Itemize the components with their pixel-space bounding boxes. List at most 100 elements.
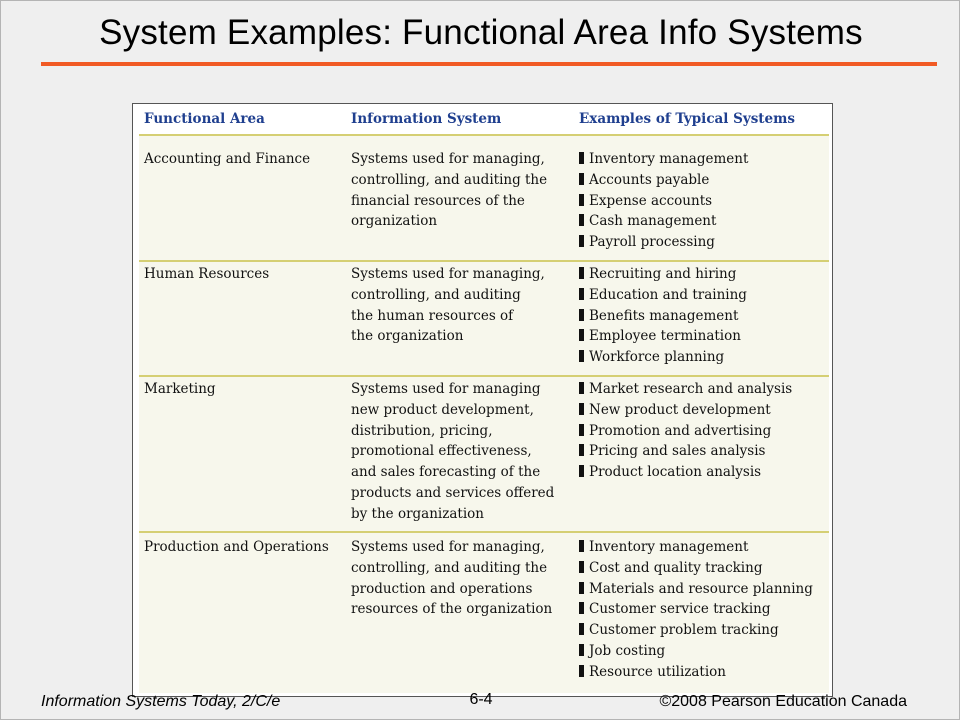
footer-copyright: ©2008 Pearson Education Canada <box>659 693 907 710</box>
functional-area-cell: Accounting and Finance <box>144 151 311 167</box>
bullet-icon <box>579 267 584 279</box>
bullet-icon <box>579 423 584 436</box>
bullet-icon <box>579 581 584 594</box>
information-system-cell: Systems used for managing new product de… <box>351 379 554 525</box>
header-information-system: Information System <box>351 111 502 127</box>
functional-area-cell: Human Resources <box>144 266 270 282</box>
example-item: Workforce planning <box>579 347 747 368</box>
example-text: Promotion and advertising <box>589 422 772 439</box>
example-item: Cash management <box>579 211 748 232</box>
example-item: Resource utilization <box>579 662 813 683</box>
system-line: organization <box>351 213 438 230</box>
example-text: Inventory management <box>589 151 749 167</box>
example-text: Materials and resource planning <box>589 580 813 597</box>
example-text: Cost and quality tracking <box>589 559 763 576</box>
example-text: Resource utilization <box>589 663 726 680</box>
system-line: promotional effectiveness, <box>351 443 532 460</box>
bullet-icon <box>579 382 584 394</box>
example-text: Workforce planning <box>589 349 725 366</box>
bullet-icon <box>579 214 584 227</box>
bullet-icon <box>579 172 584 185</box>
table-row: Marketing Systems used for managing new … <box>139 379 829 533</box>
bullet-icon <box>579 465 584 478</box>
example-text: Cash management <box>589 213 717 230</box>
example-text: Pricing and sales analysis <box>589 443 766 460</box>
system-line: by the organization <box>351 505 484 522</box>
bullet-icon <box>579 152 584 164</box>
bullet-icon <box>579 235 584 248</box>
slide-title: System Examples: Functional Area Info Sy… <box>99 13 863 52</box>
example-item: Promotion and advertising <box>579 421 792 442</box>
example-item: Recruiting and hiring <box>579 264 747 285</box>
footer-book-title: Information Systems Today, 2/C/e <box>41 693 281 710</box>
examples-cell: Recruiting and hiring Education and trai… <box>579 264 747 368</box>
table-header: Functional Area Information System Examp… <box>139 106 829 136</box>
system-line: the human resources of <box>351 307 514 324</box>
example-text: New product development <box>589 401 771 418</box>
example-item: Customer problem tracking <box>579 620 813 641</box>
example-item: Payroll processing <box>579 232 748 253</box>
example-text: Product location analysis <box>589 464 762 481</box>
footer-page-number: 6-4 <box>469 691 493 708</box>
information-system-cell: Systems used for managing, controlling, … <box>351 149 547 232</box>
example-text: Job costing <box>589 642 666 659</box>
system-line: Systems used for managing <box>351 381 541 397</box>
bullet-icon <box>579 540 584 552</box>
example-item: Product location analysis <box>579 462 792 483</box>
system-line: controlling, and auditing the <box>351 559 548 576</box>
example-item: Employee termination <box>579 326 747 347</box>
bullet-icon <box>579 664 584 677</box>
system-line: controlling, and auditing the <box>351 171 548 188</box>
system-line: Systems used for managing, <box>351 539 545 555</box>
bullet-icon <box>579 308 584 321</box>
functional-area-cell: Marketing <box>144 381 216 397</box>
functional-area-cell: Production and Operations <box>144 539 329 555</box>
bullet-icon <box>579 623 584 636</box>
example-item: Job costing <box>579 641 813 662</box>
example-item: Cost and quality tracking <box>579 558 813 579</box>
examples-cell: Market research and analysis New product… <box>579 379 792 483</box>
example-item: Inventory management <box>579 149 748 170</box>
bullet-icon <box>579 560 584 573</box>
bullet-icon <box>579 329 584 342</box>
system-line: Systems used for managing, <box>351 151 545 167</box>
system-line: the organization <box>351 328 464 345</box>
bullet-icon <box>579 602 584 615</box>
example-item: Customer service tracking <box>579 599 813 620</box>
example-text: Customer problem tracking <box>589 622 779 639</box>
bullet-icon <box>579 287 584 300</box>
bullet-icon <box>579 444 584 457</box>
system-line: and sales forecasting of the <box>351 464 541 481</box>
example-item: Accounts payable <box>579 170 748 191</box>
system-line: new product development, <box>351 401 534 418</box>
example-text: Inventory management <box>589 539 749 555</box>
example-text: Expense accounts <box>589 192 713 209</box>
example-item: Materials and resource planning <box>579 579 813 600</box>
example-text: Employee termination <box>589 328 741 345</box>
example-item: New product development <box>579 400 792 421</box>
example-text: Payroll processing <box>589 234 715 251</box>
system-line: resources of the organization <box>351 601 553 618</box>
example-item: Education and training <box>579 285 747 306</box>
table-row: Accounting and Finance Systems used for … <box>139 149 829 262</box>
system-line: controlling, and auditing <box>351 286 521 303</box>
example-text: Market research and analysis <box>589 381 793 397</box>
information-system-cell: Systems used for managing, controlling, … <box>351 264 545 347</box>
system-line: distribution, pricing, <box>351 422 493 439</box>
system-line: Systems used for managing, <box>351 266 545 282</box>
examples-cell: Inventory management Accounts payable Ex… <box>579 149 748 253</box>
bullet-icon <box>579 193 584 206</box>
bullet-icon <box>579 350 584 363</box>
example-text: Education and training <box>589 286 747 303</box>
example-text: Benefits management <box>589 307 739 324</box>
system-line: production and operations <box>351 580 533 597</box>
example-item: Benefits management <box>579 306 747 327</box>
example-text: Customer service tracking <box>589 601 771 618</box>
example-item: Inventory management <box>579 537 813 558</box>
example-text: Recruiting and hiring <box>589 266 737 282</box>
examples-cell: Inventory management Cost and quality tr… <box>579 537 813 683</box>
example-item: Market research and analysis <box>579 379 792 400</box>
table-body: Functional Area Information System Examp… <box>139 106 829 693</box>
example-item: Pricing and sales analysis <box>579 441 792 462</box>
information-system-cell: Systems used for managing, controlling, … <box>351 537 552 620</box>
